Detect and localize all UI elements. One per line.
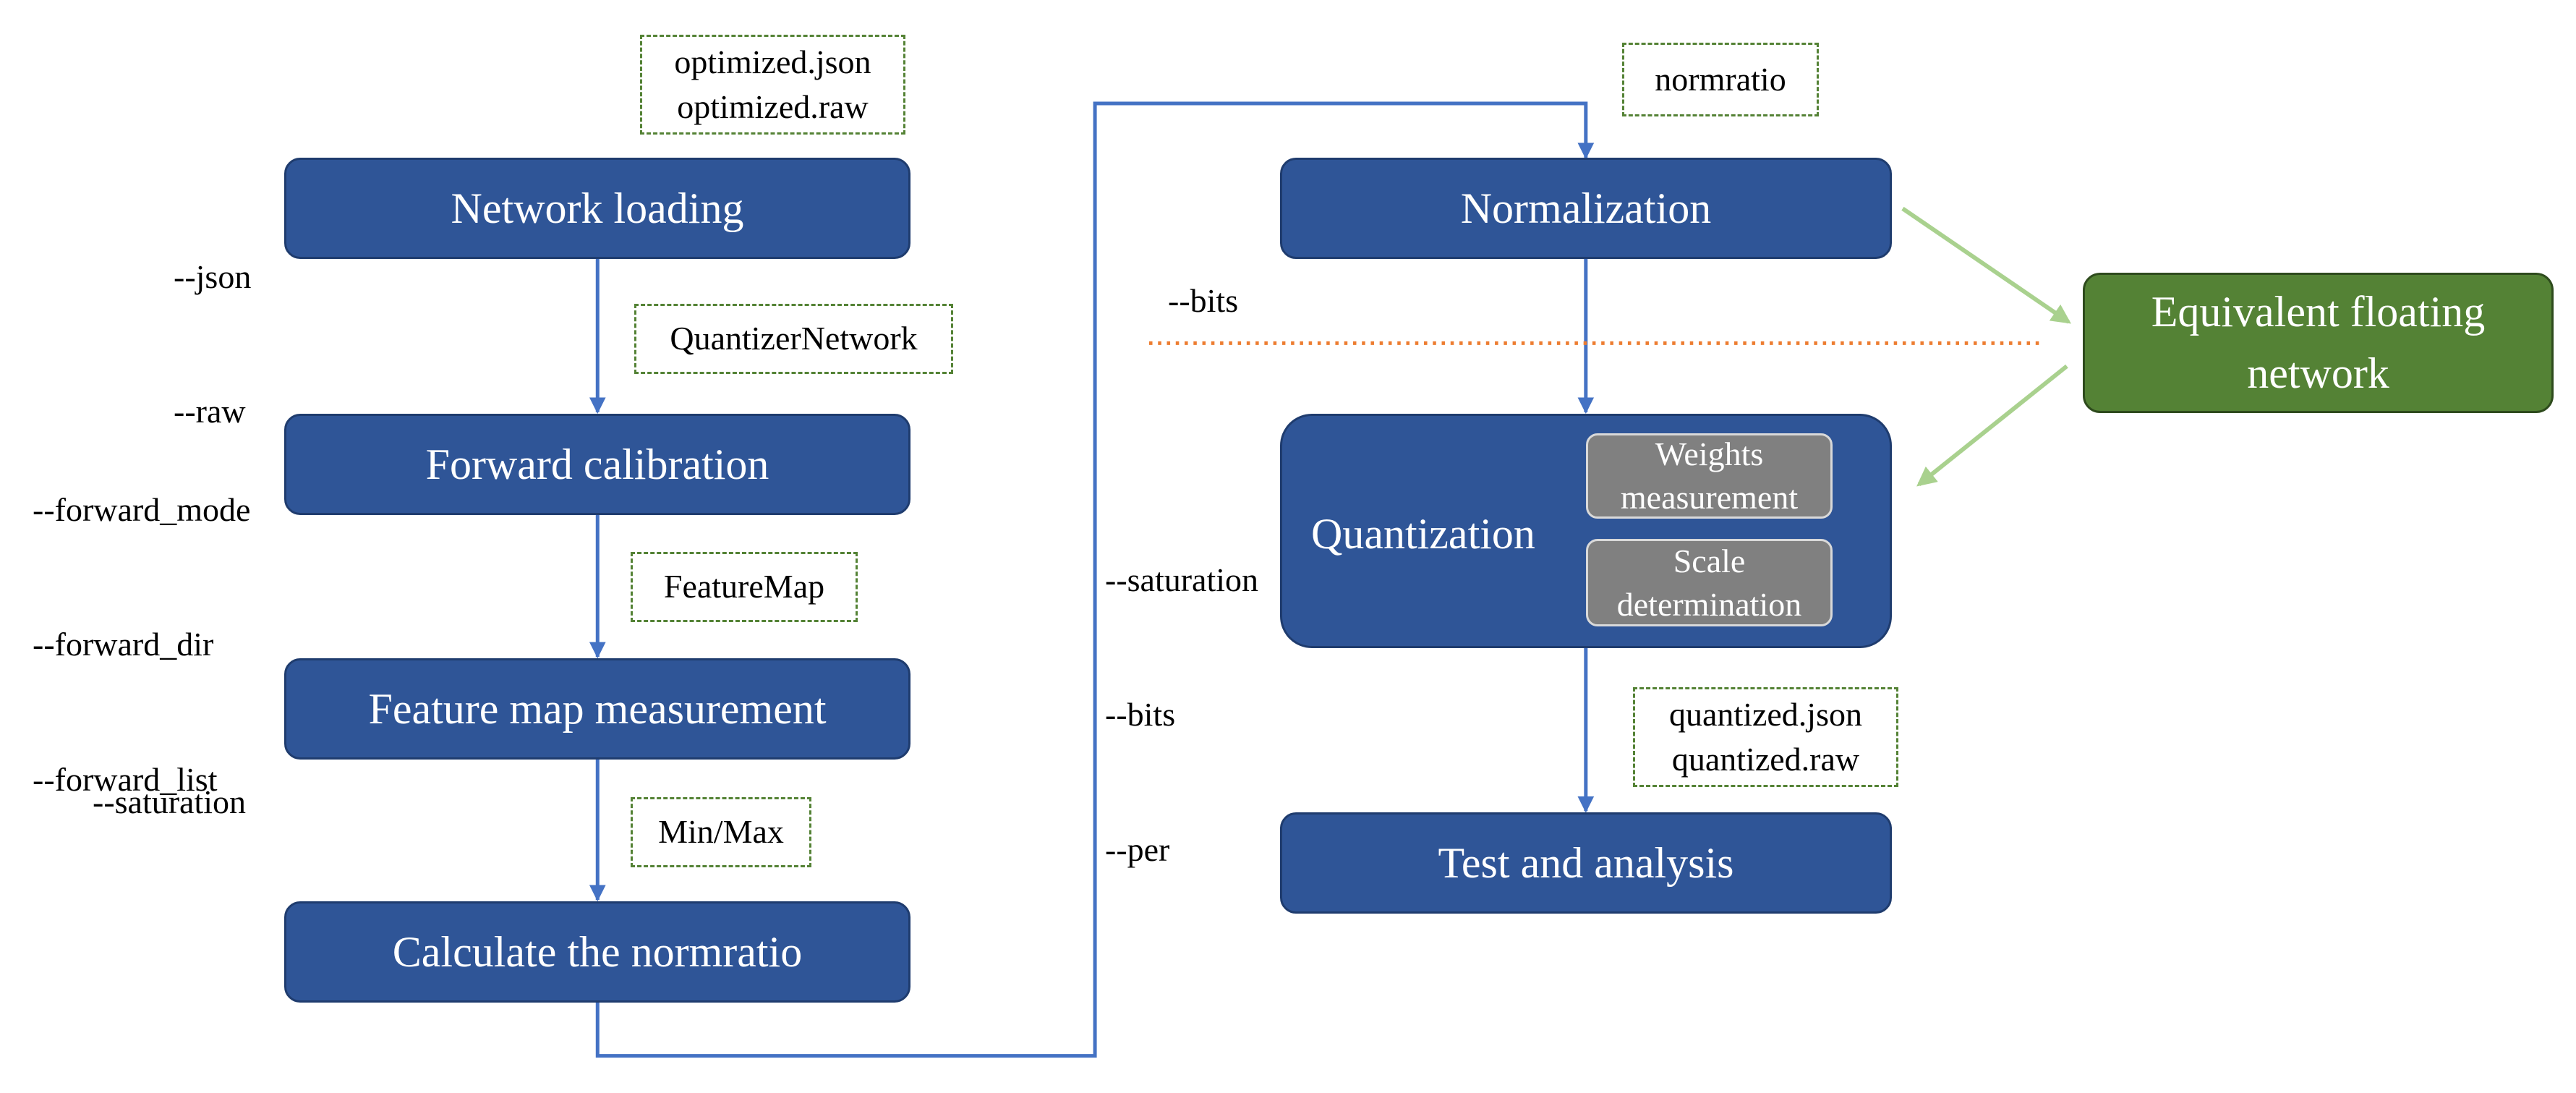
param-forward-list: --forward_list [33, 760, 218, 798]
param-forward-dir: --forward_dir [33, 626, 214, 663]
quantized-raw-text: quantized.raw [1671, 741, 1860, 778]
test-and-analysis-box: Test and analysis [1280, 812, 1892, 914]
normalization-box: Normalization [1280, 158, 1892, 259]
network-loading-label: Network loading [451, 184, 744, 232]
param-quant-saturation: --saturation [1105, 561, 1259, 599]
param-quant-bits: --bits [1105, 696, 1176, 733]
quantized-files-label: quantized.json quantized.raw [1633, 687, 1898, 787]
weights-measurement-label: Weights measurement [1620, 435, 1799, 516]
forward-calibration-label: Forward calibration [425, 441, 769, 488]
normratio-label: normratio [1622, 43, 1819, 116]
param-raw: --raw [174, 393, 246, 430]
param-forward-mode: --forward_mode [33, 491, 251, 529]
arrow-normalization-to-equivalent [1901, 206, 2071, 324]
optimized-raw-text: optimized.raw [677, 88, 869, 125]
param-json: --json [174, 258, 252, 296]
feature-map-label: FeatureMap [631, 552, 858, 622]
arrow-equivalent-to-quantization [1916, 364, 2068, 487]
min-max-label: Min/Max [631, 797, 811, 867]
test-and-analysis-label: Test and analysis [1438, 839, 1734, 887]
quantizer-network-label: QuantizerNetwork [634, 304, 953, 374]
scale-determination-box: Scale determination [1586, 539, 1833, 626]
param-saturation: --saturation [93, 783, 247, 821]
calculate-normratio-label: Calculate the normratio [392, 928, 803, 976]
scale-determination-label: Scale determination [1616, 542, 1802, 623]
equivalent-floating-network-box: Equivalent floating network [2083, 273, 2554, 413]
feature-map-measurement-box: Feature map measurement [284, 658, 910, 760]
quantizer-network-text: QuantizerNetwork [670, 320, 918, 357]
network-loading-params: --json --raw [174, 165, 251, 480]
calculate-normratio-box: Calculate the normratio [284, 901, 910, 1003]
quantized-json-text: quantized.json [1669, 695, 1862, 733]
optimized-files-label: optimized.json optimized.raw [640, 35, 905, 135]
normalization-label: Normalization [1460, 184, 1712, 232]
min-max-text: Min/Max [658, 813, 784, 851]
feature-map-text: FeatureMap [663, 568, 825, 605]
feature-map-measurement-label: Feature map measurement [368, 685, 827, 733]
feature-map-measurement-params: --saturation [93, 690, 246, 869]
optimized-json-text: optimized.json [674, 43, 871, 80]
forward-calibration-params: --forward_mode --forward_dir --forward_l… [33, 398, 250, 847]
arrow-normratio-to-normalization [595, 101, 1595, 1058]
normratio-text: normratio [1655, 60, 1786, 98]
forward-calibration-box: Forward calibration [284, 414, 910, 515]
param-bits: --bits [1168, 282, 1239, 320]
weights-measurement-box: Weights measurement [1586, 433, 1833, 519]
quantization-params: --saturation --bits --per [1105, 468, 1258, 917]
equivalent-floating-network-label: Equivalent floating network [2151, 287, 2486, 397]
network-loading-box: Network loading [284, 158, 910, 259]
param-quant-per: --per [1105, 830, 1170, 868]
normalization-params: --bits [1168, 189, 1238, 368]
quantization-label: Quantization [1311, 510, 1535, 558]
